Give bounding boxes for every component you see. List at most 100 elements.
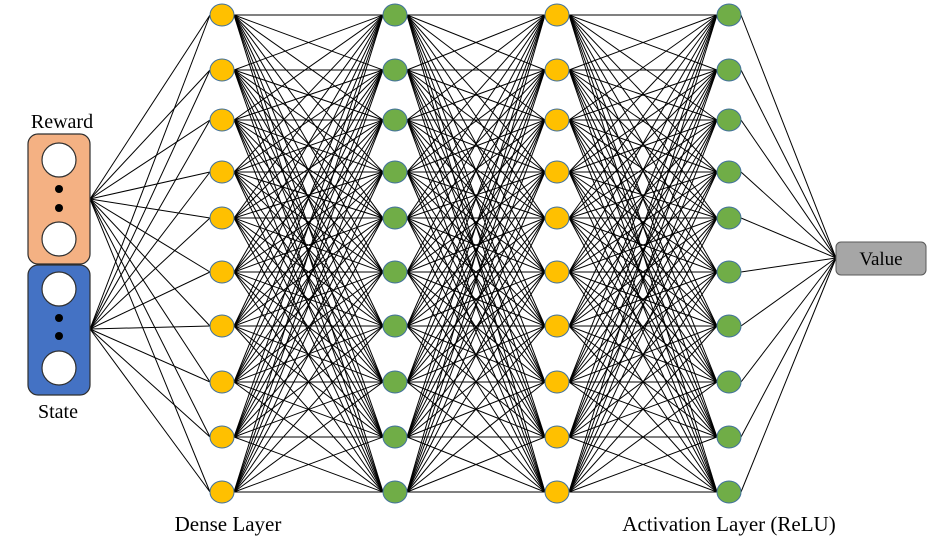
hidden-edge bbox=[406, 14, 546, 438]
hidden-edge bbox=[568, 14, 718, 121]
input-edge bbox=[89, 198, 211, 438]
hidden-edge bbox=[233, 217, 384, 327]
output-edge bbox=[740, 257, 837, 383]
hidden-edge bbox=[406, 119, 546, 438]
hidden-edge bbox=[568, 119, 718, 493]
hidden-edge bbox=[568, 14, 718, 327]
hidden-edge bbox=[406, 217, 546, 438]
dense-layer-node bbox=[544, 160, 570, 184]
hidden-edge bbox=[406, 119, 546, 219]
hidden-edge bbox=[233, 217, 384, 438]
input-edge bbox=[89, 198, 211, 219]
hidden-edge bbox=[406, 14, 546, 173]
hidden-edge bbox=[233, 14, 384, 493]
dense-layer-node bbox=[209, 370, 235, 394]
dense-layer-node bbox=[544, 425, 570, 449]
hidden-edge bbox=[233, 271, 384, 327]
hidden-edge bbox=[233, 119, 384, 173]
reward-input-node-top bbox=[41, 142, 77, 178]
hidden-edge bbox=[233, 171, 384, 219]
input-edge bbox=[89, 198, 211, 383]
input-edge bbox=[89, 69, 211, 200]
dense-layer-node bbox=[209, 108, 235, 132]
output-edge bbox=[740, 257, 837, 327]
input-edge bbox=[89, 171, 211, 200]
reward-input-group bbox=[27, 133, 91, 265]
dense-layer-node bbox=[544, 314, 570, 338]
hidden-edge bbox=[233, 271, 384, 493]
input-edge bbox=[89, 325, 211, 330]
dense-layer-node bbox=[544, 3, 570, 27]
activation-layer-node bbox=[382, 206, 408, 230]
hidden-edge bbox=[233, 325, 384, 493]
hidden-edge bbox=[568, 14, 718, 173]
hidden-edge bbox=[568, 119, 718, 273]
hidden-edge bbox=[233, 217, 384, 273]
hidden-edge bbox=[406, 69, 546, 121]
hidden-edge bbox=[406, 119, 546, 173]
hidden-edge bbox=[568, 171, 718, 327]
hidden-edge bbox=[406, 119, 546, 493]
output-edge bbox=[740, 257, 837, 493]
hidden-edge bbox=[233, 119, 384, 438]
input-edge bbox=[89, 271, 211, 330]
hidden-edge bbox=[406, 14, 546, 121]
hidden-edge bbox=[406, 217, 546, 493]
activation-layer-node bbox=[382, 3, 408, 27]
hidden-edge bbox=[233, 69, 384, 173]
hidden-edge bbox=[233, 119, 384, 219]
hidden-edge bbox=[406, 171, 546, 219]
connection-edges bbox=[89, 14, 837, 493]
hidden-edge bbox=[568, 119, 718, 383]
ellipsis-dot bbox=[55, 204, 63, 212]
input-edge bbox=[89, 198, 211, 327]
ellipsis-dot bbox=[55, 332, 63, 340]
input-edge bbox=[89, 217, 211, 330]
hidden-edge bbox=[233, 69, 384, 121]
output-value-box bbox=[835, 241, 927, 276]
dense-layer-node bbox=[544, 370, 570, 394]
hidden-edge bbox=[568, 14, 718, 219]
hidden-edge bbox=[406, 14, 546, 219]
activation-layer-node bbox=[382, 58, 408, 82]
dense-layer-node bbox=[544, 480, 570, 504]
dense-layer-node bbox=[544, 58, 570, 82]
input-edge bbox=[89, 328, 211, 493]
hidden-edge bbox=[233, 14, 384, 438]
ellipsis-dot bbox=[55, 185, 63, 193]
dense-layer-node bbox=[544, 108, 570, 132]
hidden-edge bbox=[406, 14, 546, 383]
hidden-edge bbox=[233, 119, 384, 273]
hidden-edge bbox=[568, 381, 718, 493]
hidden-edge bbox=[406, 217, 546, 273]
hidden-edge bbox=[406, 171, 546, 493]
hidden-edge bbox=[406, 171, 546, 273]
hidden-edge bbox=[568, 171, 718, 273]
hidden-edge bbox=[568, 436, 718, 493]
hidden-edge bbox=[406, 217, 546, 327]
activation-layer-node bbox=[716, 425, 742, 449]
hidden-edge bbox=[568, 119, 718, 173]
ellipsis-dot bbox=[55, 314, 63, 322]
hidden-edge bbox=[568, 171, 718, 493]
hidden-edge bbox=[233, 14, 384, 219]
hidden-edge bbox=[233, 14, 384, 71]
output-edge bbox=[740, 257, 837, 273]
input-edge bbox=[89, 119, 211, 200]
dense-layer-node bbox=[209, 206, 235, 230]
activation-layer-node bbox=[716, 370, 742, 394]
input-edge bbox=[89, 171, 211, 330]
hidden-edge bbox=[406, 217, 546, 383]
hidden-edge bbox=[233, 14, 384, 383]
hidden-edge bbox=[568, 69, 718, 493]
activation-layer-node bbox=[716, 58, 742, 82]
activation-layer-node bbox=[716, 3, 742, 27]
hidden-edge bbox=[233, 171, 384, 327]
hidden-edge bbox=[568, 217, 718, 273]
hidden-edge bbox=[406, 325, 546, 493]
hidden-edge bbox=[568, 271, 718, 493]
hidden-edge bbox=[568, 217, 718, 438]
hidden-edge bbox=[406, 119, 546, 327]
hidden-edge bbox=[233, 217, 384, 493]
